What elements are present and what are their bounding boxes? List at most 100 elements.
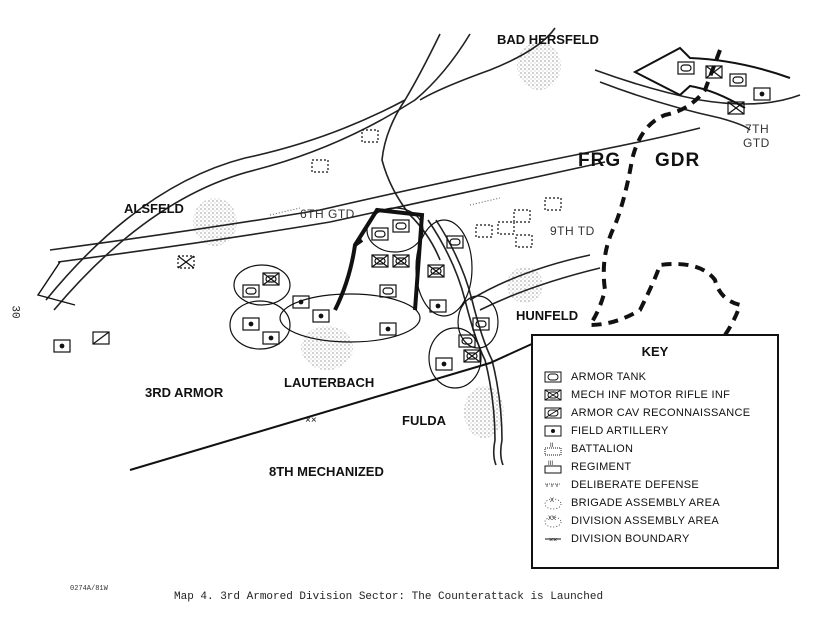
key-label: DIVISION BOUNDARY	[571, 533, 690, 545]
frg-label: FRG	[578, 150, 622, 171]
mech-inf-unit	[262, 272, 280, 286]
road-north-west-1	[45, 33, 441, 301]
key-row-regiment: III REGIMENT	[543, 459, 631, 475]
regiment-icon: III	[544, 461, 562, 474]
division-boundary-marker: ××	[305, 415, 317, 426]
armor-tank-unit	[242, 284, 260, 298]
sixth-gtd-label: 6TH GTD	[300, 207, 355, 221]
seventh-gtd-label-2: GTD	[743, 136, 770, 150]
field-artillery-icon	[544, 425, 562, 437]
document-id: 0274A/81W	[70, 585, 108, 593]
hunfeld-label: HUNFELD	[516, 308, 579, 323]
assembly-areas	[229, 207, 499, 389]
armor-tank-unit	[472, 317, 490, 331]
key-label: BATTALION	[571, 443, 634, 455]
map-key: KEY ARMOR TANK MECH INF MOTOR RIFLE INF …	[531, 334, 779, 569]
brigade-area-3	[279, 293, 421, 343]
division-boundary-icon: ××	[545, 537, 561, 544]
hunfeld-town	[507, 267, 543, 303]
fulda-label: FULDA	[402, 413, 447, 428]
brigade-area-2	[229, 300, 291, 350]
mech-inf-unit	[463, 349, 481, 363]
key-label: ARMOR CAV RECONNAISSANCE	[571, 407, 751, 419]
field-artillery-unit	[242, 317, 260, 331]
west-arrow-head	[36, 261, 76, 306]
armor-cav-unit	[92, 331, 110, 345]
key-row-armor-cav: ARMOR CAV RECONNAISSANCE	[543, 405, 750, 421]
third-armor-label: 3RD ARMOR	[145, 385, 224, 400]
brigade-assembly-icon: X	[544, 498, 562, 510]
defense-line-2	[469, 197, 501, 206]
key-label: BRIGADE ASSEMBLY AREA	[571, 497, 720, 509]
key-label: DELIBERATE DEFENSE	[571, 479, 700, 491]
brigade-area-1	[233, 264, 291, 306]
seventh-gtd-arrow-outline	[632, 46, 791, 109]
road-right-curve-2	[599, 81, 751, 131]
enemy-regiment	[513, 209, 531, 223]
gdr-label: GDR	[655, 150, 701, 171]
key-row-armor-tank: ARMOR TANK	[543, 369, 646, 385]
deliberate-defense-icon	[545, 483, 561, 487]
field-artillery-unit	[435, 357, 453, 371]
alsfeld-town	[193, 198, 237, 246]
key-row-field-artillery: FIELD ARTILLERY	[543, 423, 669, 439]
bad-hersfeld-label: BAD HERSFELD	[497, 32, 599, 47]
division-boundary-line: ××	[129, 337, 546, 471]
division-boundary-path	[129, 337, 546, 471]
brigade-area-4	[366, 207, 424, 253]
field-artillery-unit	[262, 331, 280, 345]
enemy-regiment	[515, 234, 533, 248]
roads	[45, 27, 801, 466]
page-number: 30	[8, 305, 21, 319]
brigade-area-7	[428, 327, 482, 389]
field-artillery-unit	[429, 299, 447, 313]
road-north-west-2	[53, 33, 471, 311]
road-east	[469, 254, 591, 301]
svg-text:X: X	[550, 498, 554, 504]
armor-tank-unit	[677, 61, 695, 75]
key-label: ARMOR TANK	[571, 371, 647, 383]
division-assembly-icon: XX	[544, 516, 562, 528]
brigade-area-6	[457, 295, 499, 349]
road-east-2	[479, 267, 601, 311]
svg-text:××: ××	[549, 537, 557, 544]
armor-tank-unit	[729, 73, 747, 87]
counterattack-line-2	[353, 238, 364, 247]
bad-hersfeld-town	[517, 42, 561, 90]
field-artillery-unit	[292, 295, 310, 309]
svg-text:XX: XX	[548, 516, 556, 522]
armor-cav-unit	[177, 255, 195, 269]
armor-cav-icon	[544, 407, 562, 419]
key-row-division-boundary: ×× DIVISION BOUNDARY	[543, 531, 690, 547]
enemy-regiment	[544, 197, 562, 211]
road-north-east	[419, 27, 556, 101]
key-row-division-assembly: XX DIVISION ASSEMBLY AREA	[543, 513, 719, 529]
field-artillery-unit	[753, 87, 771, 101]
key-label: MECH INF MOTOR RIFLE INF	[571, 389, 731, 401]
armor-tank-unit	[446, 235, 464, 249]
seventh-gtd-label-1: 7TH	[745, 122, 770, 136]
mech-inf-unit	[727, 101, 745, 115]
unit-symbols	[53, 61, 771, 371]
map-caption: Map 4. 3rd Armored Division Sector: The …	[174, 591, 604, 603]
enemy-regiment	[361, 129, 379, 143]
lauterbach-town	[301, 326, 353, 370]
alsfeld-label: ALSFELD	[124, 201, 184, 216]
west-arrow	[36, 261, 76, 306]
field-artillery-unit	[379, 322, 397, 336]
armor-tank-icon	[544, 371, 562, 383]
mech-inf-unit	[705, 65, 723, 79]
key-row-mech-inf: MECH INF MOTOR RIFLE INF	[543, 387, 730, 403]
key-label: REGIMENT	[571, 461, 632, 473]
svg-text:III: III	[548, 461, 553, 467]
svg-text:II: II	[550, 443, 554, 449]
deliberate-defense-marks	[269, 197, 501, 216]
armor-tank-unit	[379, 284, 397, 298]
road-fulda-2	[435, 219, 504, 466]
key-label: FIELD ARTILLERY	[571, 425, 669, 437]
lauterbach-label: LAUTERBACH	[284, 375, 375, 390]
road-mid-east-2	[57, 161, 606, 263]
road-right-curve	[594, 69, 801, 105]
key-row-battalion: II BATTALION	[543, 441, 633, 457]
